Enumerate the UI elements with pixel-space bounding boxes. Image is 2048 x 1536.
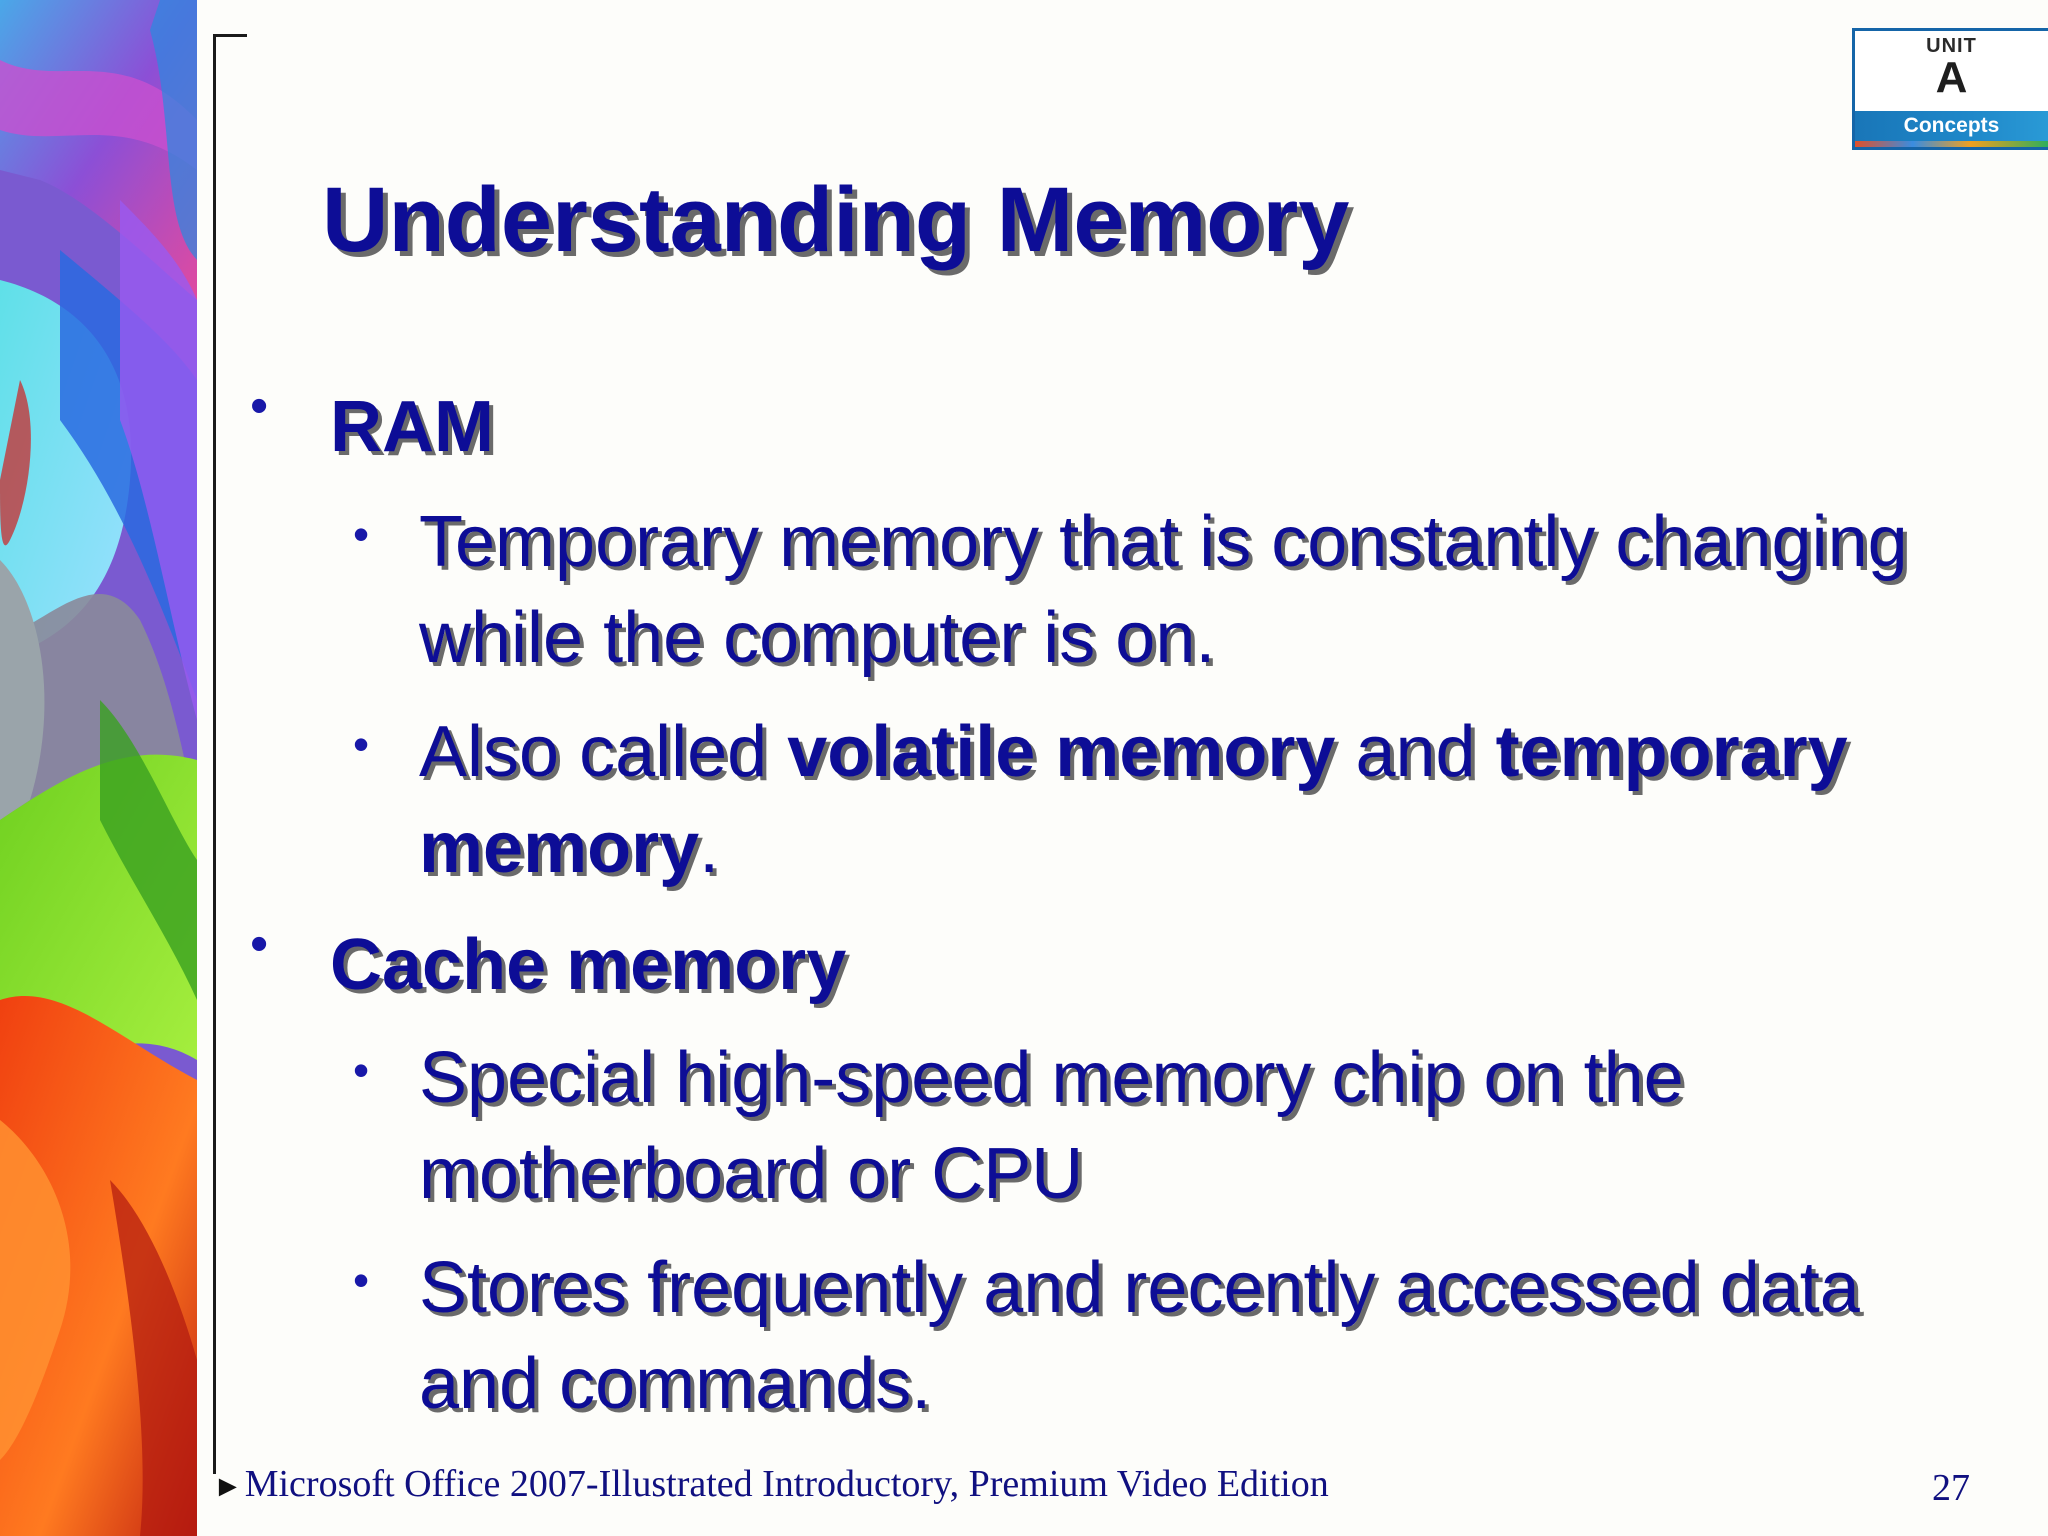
bullet-heading: RAM [330, 387, 494, 467]
term-volatile-memory: volatile memory [787, 712, 1336, 792]
sub-bullet-cache-2: • Stores frequently and recently accesse… [353, 1240, 1913, 1432]
unit-letter: A [1935, 53, 1968, 102]
footer: ►Microsoft Office 2007-Illustrated Intro… [213, 1462, 1329, 1506]
bracket-line-vertical [213, 34, 216, 1474]
sub-bullet-text: Also called volatile memory and temporar… [419, 704, 1913, 896]
arrow-right-icon: ► [213, 1470, 243, 1503]
sub-bullet-ram-2: • Also called volatile memory and tempor… [353, 704, 1913, 896]
text-suffix: . [699, 808, 720, 888]
abstract-paint-image [0, 0, 197, 1536]
sub-bullet-text: Special high-speed memory chip on the mo… [419, 1038, 1684, 1214]
bullet-dot-icon: • [250, 377, 269, 435]
bullet-dot-icon: • [250, 915, 269, 973]
bullet-dot-icon: • [353, 718, 370, 770]
sub-bullet-text: Stores frequently and recently accessed … [419, 1248, 1860, 1424]
bullet-dot-icon: • [353, 1254, 370, 1306]
term-temporary-memory: temporary memory [419, 712, 1848, 888]
text-mid: and [1335, 712, 1496, 792]
slide-title: Understanding Memory [322, 169, 1350, 271]
bullet-dot-icon: • [353, 508, 370, 560]
unit-badge: UNIT A Concepts [1852, 28, 2048, 150]
page-number: 27 [1932, 1467, 1970, 1509]
footer-text: Microsoft Office 2007-Illustrated Introd… [244, 1463, 1329, 1505]
decorative-art-strip [0, 0, 197, 1536]
sub-bullet-ram-1: • Temporary memory that is constantly ch… [353, 494, 1913, 686]
unit-name: Concepts [1855, 111, 2048, 141]
unit-color-stripe [1855, 141, 2048, 147]
text-prefix: Also called [419, 712, 788, 792]
bracket-line-horizontal [213, 34, 247, 37]
bullet-dot-icon: • [353, 1044, 370, 1096]
unit-word: UNIT [1926, 35, 1977, 57]
bullet-heading: Cache memory [330, 925, 847, 1005]
sub-bullet-cache-1: • Special high-speed memory chip on the … [353, 1030, 1913, 1222]
sub-bullet-text: Temporary memory that is constantly chan… [419, 502, 1908, 678]
